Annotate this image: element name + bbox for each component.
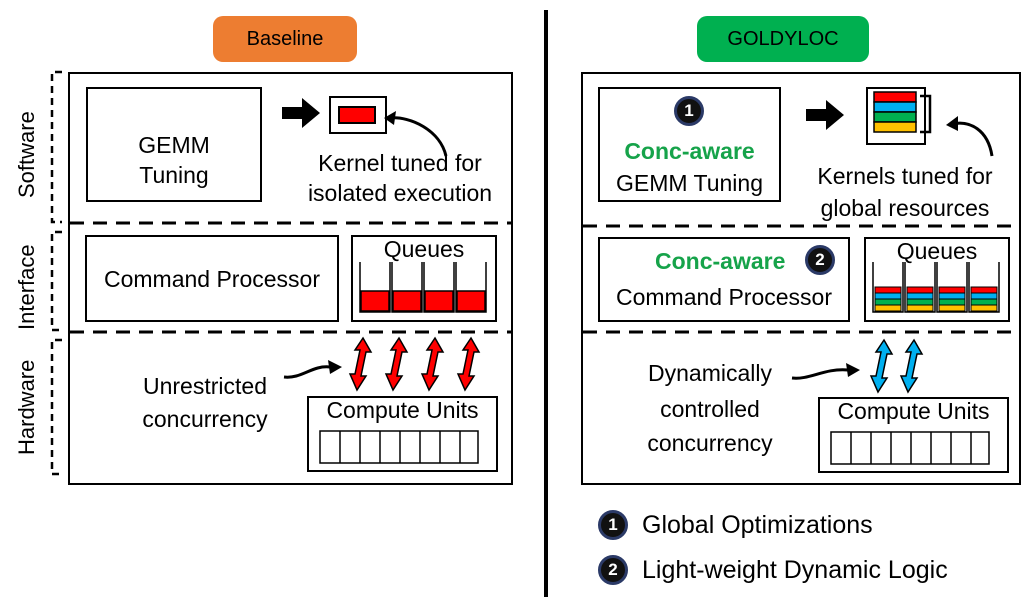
conc-aware-label-1: Conc-aware [624, 138, 755, 164]
kernels-note-2: global resources [820, 195, 990, 221]
center-divider [544, 10, 548, 597]
right-arrow-icon-2 [806, 100, 844, 130]
dynamically-label: Dynamically [648, 360, 772, 386]
queues-label: Queues [383, 236, 465, 262]
curved-arrow-icon-2 [946, 116, 994, 157]
blue-double-arrows [869, 338, 924, 394]
dynamic-arrow-icon [791, 363, 860, 380]
side-brackets [50, 70, 62, 476]
gemm-tuning-box [86, 87, 262, 202]
tuning-label: Tuning [139, 162, 209, 188]
compute-units-grid-2 [830, 431, 990, 465]
gemm-tuning-label: GEMM Tuning [616, 170, 763, 196]
compute-units-label-2: Compute Units [837, 398, 990, 424]
concurrency-arrow-icon [283, 360, 342, 379]
legend-badge-2-icon: 2 [598, 555, 628, 585]
conc-aware-label-2: Conc-aware [655, 248, 786, 274]
queues-graphic [359, 262, 487, 313]
concurrency-label: concurrency [142, 406, 268, 432]
goldyloc-title: GOLDYLOC [697, 16, 869, 62]
command-processor-box [85, 235, 339, 322]
kernel-note-2: isolated execution [307, 180, 493, 206]
concurrency-label-2: concurrency [647, 430, 773, 456]
command-processor-label-2: Command Processor [615, 284, 833, 310]
unrestricted-label: Unrestricted [143, 373, 267, 399]
legend-label-2: Light-weight Dynamic Logic [642, 556, 948, 584]
kernel-note-1: Kernel tuned for [318, 150, 482, 176]
legend-badge-1-icon: 1 [598, 510, 628, 540]
goldyloc-dividers [583, 224, 1020, 334]
queues-label-2: Queues [896, 238, 978, 264]
badge-1-icon: 1 [674, 96, 704, 126]
badge-2-icon: 2 [805, 245, 835, 275]
right-arrow-icon [282, 98, 320, 128]
side-label-hardware: Hardware [14, 359, 39, 455]
kernel-red-block [338, 106, 376, 124]
baseline-title: Baseline [213, 16, 357, 62]
compute-units-grid [319, 430, 479, 464]
kernels-stack [873, 91, 932, 134]
curved-arrow-icon [384, 111, 448, 157]
gemm-label: GEMM [138, 132, 210, 158]
compute-units-label: Compute Units [326, 397, 479, 423]
kernels-note-1: Kernels tuned for [817, 163, 993, 189]
queues-graphic-2 [872, 262, 1000, 313]
baseline-dividers [70, 221, 512, 334]
legend-label-1: Global Optimizations [642, 511, 873, 539]
red-double-arrows [348, 336, 481, 392]
controlled-label: controlled [660, 396, 760, 422]
command-processor-label: Command Processor [103, 266, 321, 292]
